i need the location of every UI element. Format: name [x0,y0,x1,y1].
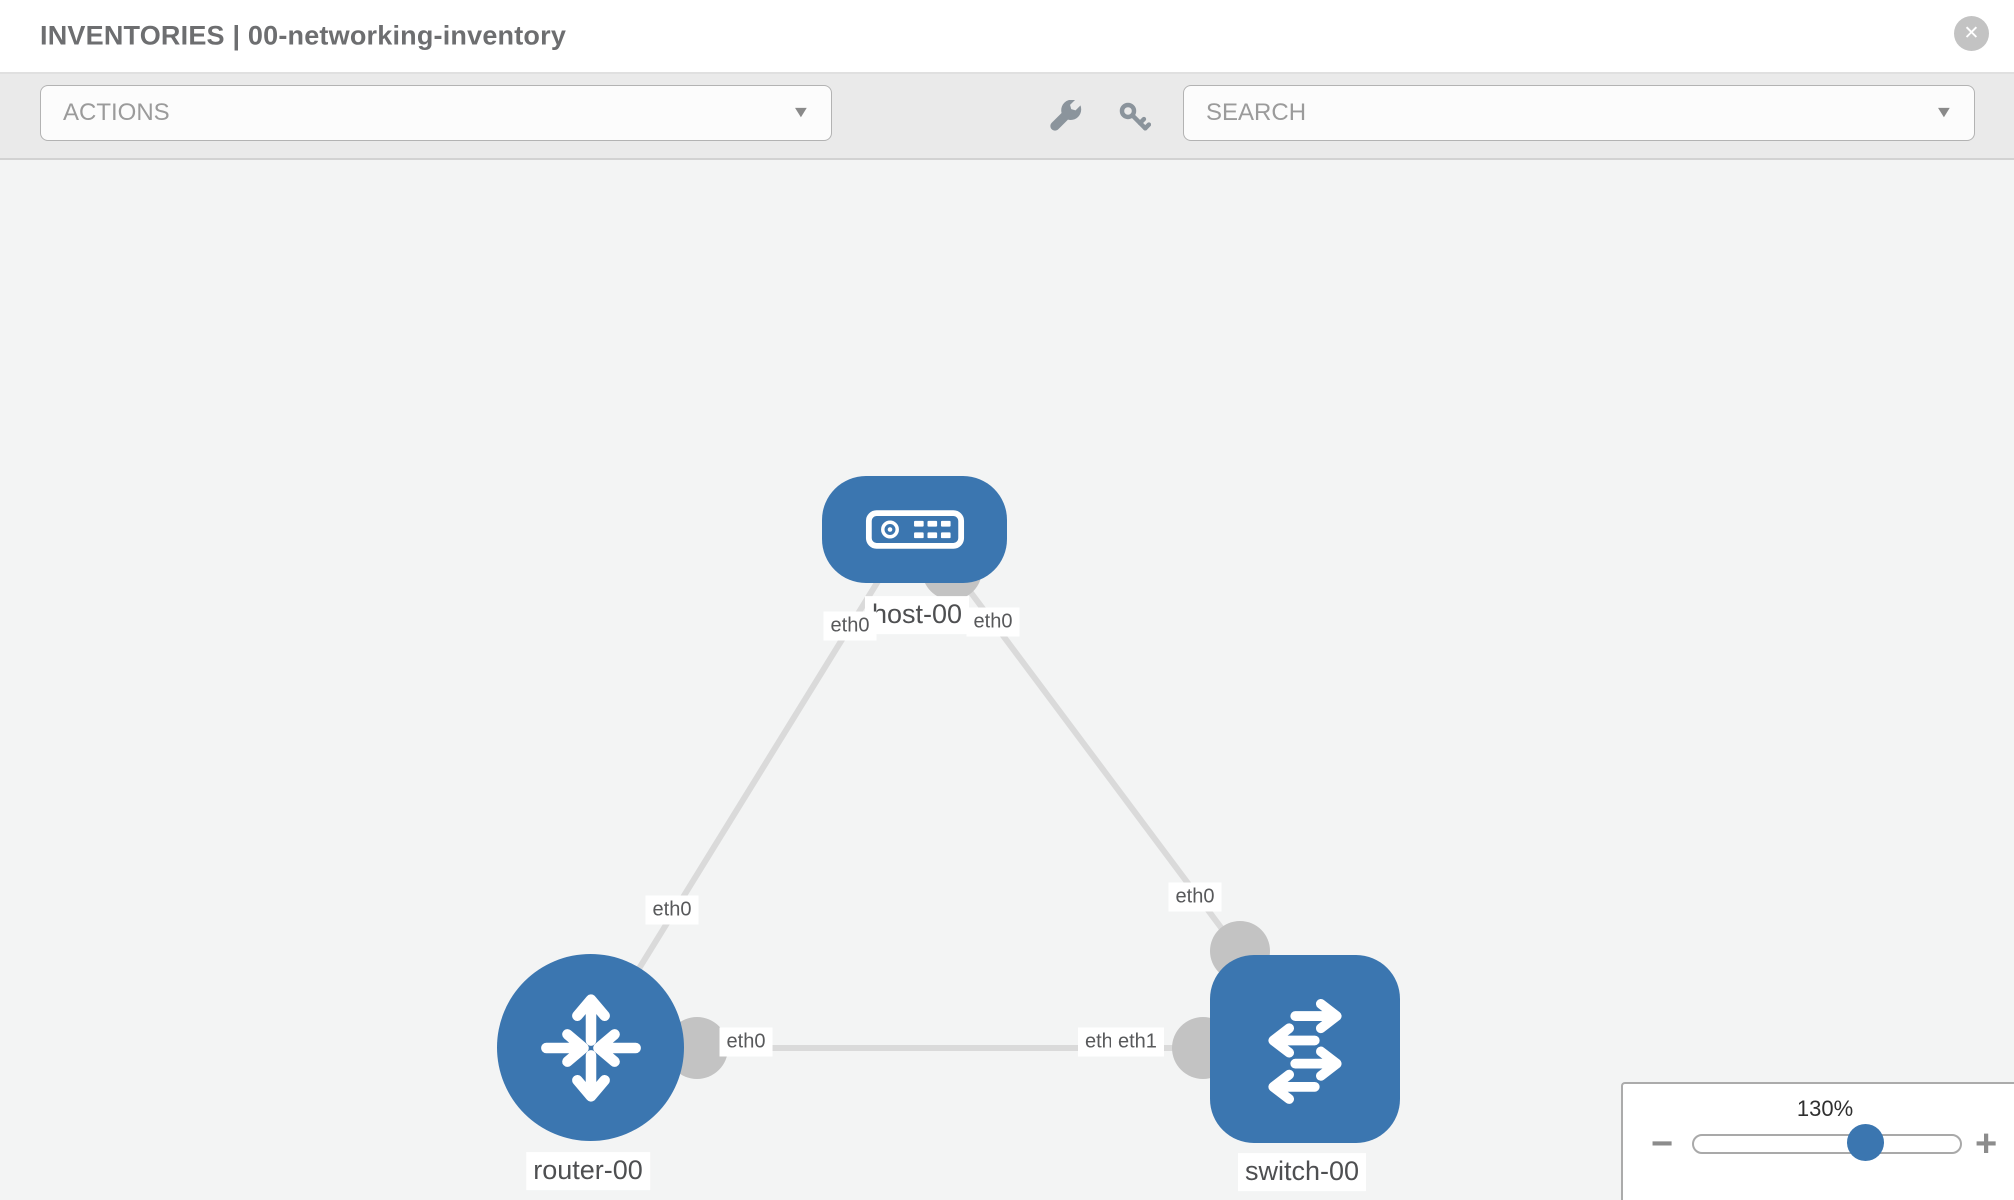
host-icon [865,510,964,549]
zoom-slider-thumb[interactable] [1847,1124,1884,1161]
toolbar: ACTIONS ▼ SEARCH ▼ [0,72,2014,160]
search-dropdown-label: SEARCH [1206,99,1307,126]
actions-dropdown-label: ACTIONS [63,99,170,126]
iface-label-switch-to-router: eth1 [1111,1027,1164,1057]
zoom-slider-track[interactable] [1692,1134,1962,1154]
node-label-switch: switch-00 [1237,1153,1367,1191]
key-button[interactable] [1112,95,1156,139]
zoom-out-button[interactable]: − [1651,1123,1674,1165]
iface-label-router-to-host: eth0 [645,895,699,925]
wrench-button[interactable] [1044,95,1088,139]
iface-label-switch-to-host: eth0 [1168,882,1222,912]
node-label-host: host-00 [864,596,970,634]
zoom-in-button[interactable]: + [1975,1123,1998,1165]
iface-label-host-to-switch: eth0 [966,607,1020,637]
node-switch-00[interactable] [1210,955,1400,1143]
zoom-panel: 130% − + [1621,1082,2014,1200]
topology-canvas[interactable]: host-00 router-00 switch-00 eth0 eth0 et… [0,158,2014,1200]
iface-label-host-to-router: eth0 [823,611,877,641]
page-title: INVENTORIES | 00-networking-inventory [40,20,567,51]
close-button[interactable]: ✕ [1954,16,1989,51]
switch-icon [1268,998,1342,1104]
header: INVENTORIES | 00-networking-inventory ✕ [0,0,2014,74]
actions-dropdown[interactable]: ACTIONS ▼ [40,85,832,141]
search-dropdown[interactable]: SEARCH ▼ [1183,85,1975,141]
close-icon: ✕ [1963,23,1980,44]
zoom-percentage: 130% [1796,1096,1854,1121]
links-layer [587,540,1270,1079]
iface-label-router-to-switch: eth0 [719,1027,773,1057]
key-icon [1119,102,1151,131]
node-label-router: router-00 [526,1152,650,1190]
caret-down-icon: ▼ [1934,104,1954,121]
node-router-00[interactable] [497,954,684,1141]
caret-down-icon: ▼ [791,104,811,121]
wrench-icon [1050,100,1082,131]
node-host-00[interactable] [822,476,1007,583]
router-icon [540,993,641,1102]
